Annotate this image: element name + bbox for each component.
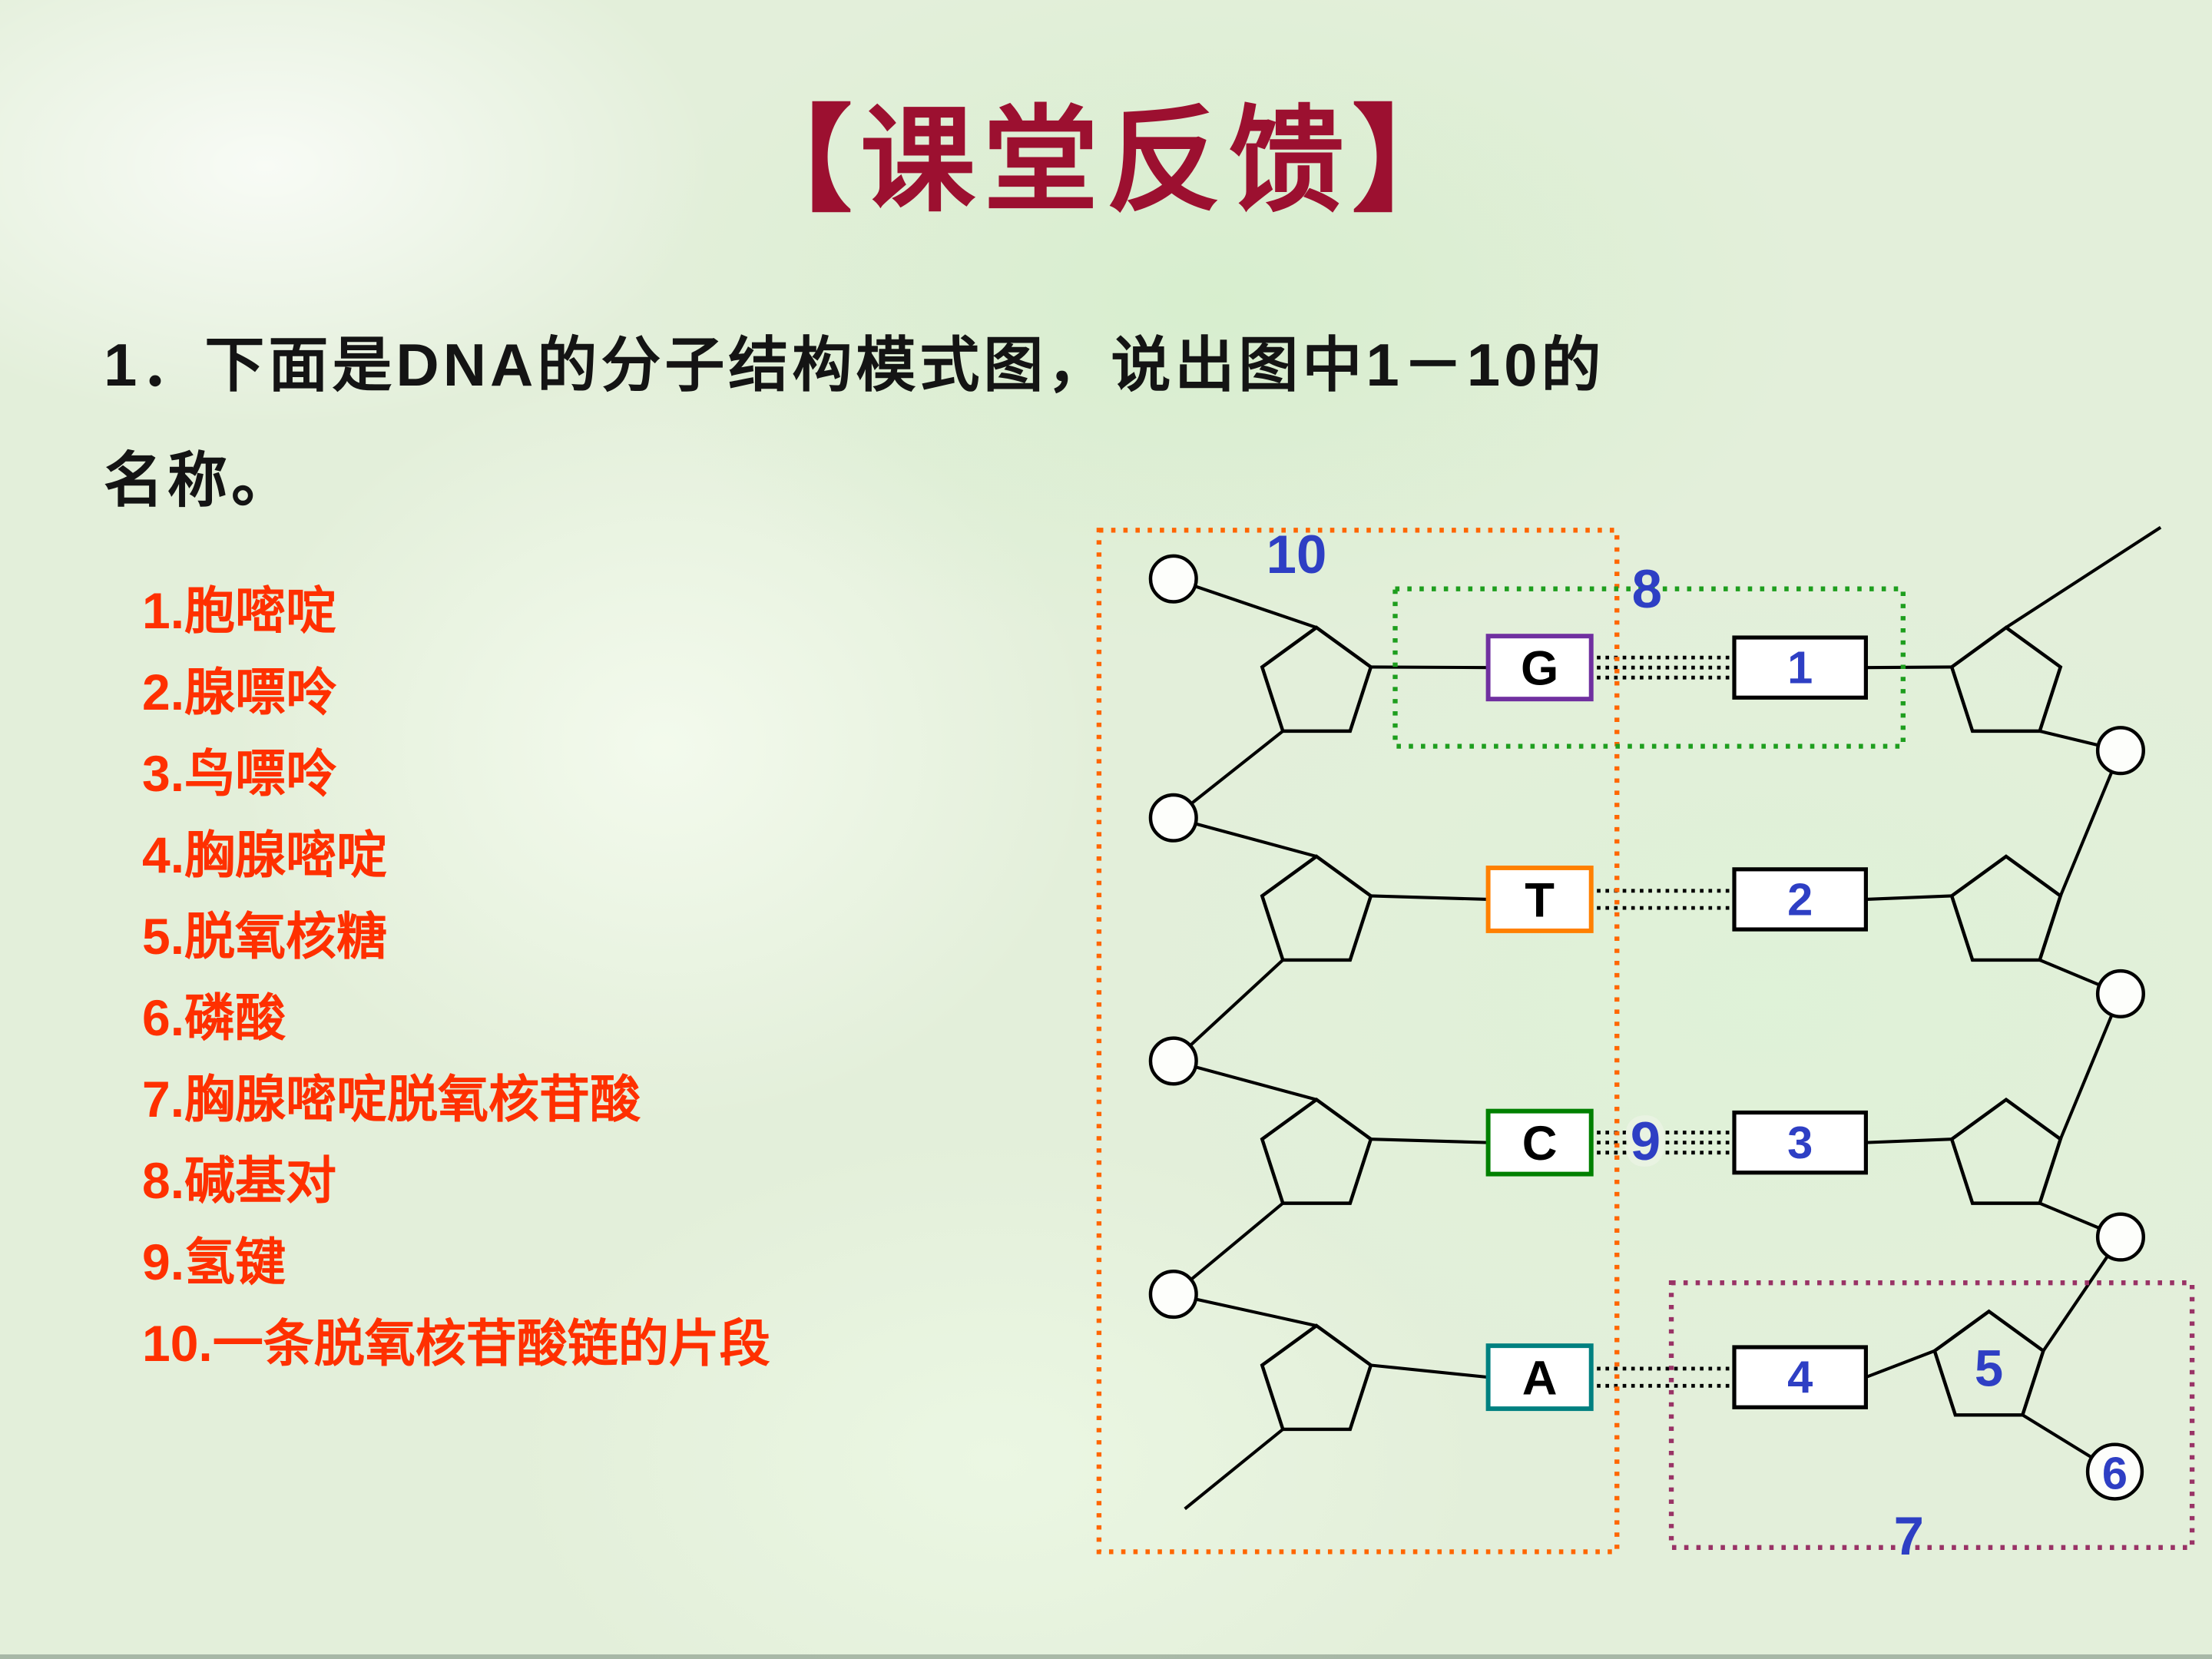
- phosphate-circle-6: [2085, 1442, 2144, 1501]
- base-box-c: [1485, 1108, 1594, 1177]
- phosphate-circle: [1148, 793, 1198, 843]
- answer-item-10: 10.一条脱氧核苷酸链的片段: [142, 1315, 770, 1372]
- answer-item-3: 3.鸟嘌呤: [142, 745, 337, 802]
- base-connector-line: [1370, 894, 1488, 901]
- answer-item-7: 7.胸腺嘧啶脱氧核苷酸: [142, 1071, 641, 1128]
- base-connector-line: [1865, 1349, 1936, 1379]
- bond-line: [1173, 1059, 1317, 1101]
- label-9-hydrogen-bond: 9: [1631, 1111, 1661, 1171]
- base-connector-line: [1370, 1137, 1488, 1144]
- base-letter-c: C: [1522, 1117, 1558, 1171]
- numbered-box-2: [1732, 867, 1868, 932]
- label-6-phosphate: 6: [2102, 1447, 2128, 1498]
- deoxyribose-pentagon: [1260, 1097, 1373, 1205]
- base-box-g: [1485, 634, 1594, 702]
- label-5-sugar: 5: [1975, 1339, 2003, 1397]
- bond-line: [2058, 750, 2122, 897]
- answer-list: 1.胞嘧啶 2.腺嘌呤 3.鸟嘌呤 4.胸腺嘧啶 5.脱氧核糖 6.磷酸 7.胸…: [142, 570, 770, 1384]
- label-10-strand-fragment: 10: [1267, 524, 1327, 584]
- question-line-1: 1．下面是DNA的分子结构模式图，说出图中1－10的: [104, 331, 1605, 399]
- slide-title: 【课堂反馈】: [737, 93, 1475, 228]
- base-box-t: [1485, 865, 1594, 933]
- nucleotide-outline: [1668, 1280, 2195, 1550]
- deoxyribose-pentagon: [1260, 854, 1373, 962]
- diagram-number-labels: 10 8 9 5 6 7: [1267, 524, 2128, 1566]
- answer-item-8: 8.碱基对: [142, 1152, 337, 1209]
- bond-line: [1172, 959, 1284, 1062]
- box-number-3: 3: [1787, 1117, 1813, 1168]
- base-connector-line: [1370, 1363, 1488, 1379]
- dna-structure-diagram: G T C A 1 2 3 4 10 8 9 5 6 7: [1096, 524, 2195, 1566]
- deoxyribose-pentagon: [1949, 1097, 2063, 1205]
- bottom-divider: [0, 1654, 2212, 1659]
- hydrogen-bond-lines: [1597, 655, 1732, 1388]
- numbered-box-1: [1732, 635, 1868, 700]
- base-letter-a: A: [1522, 1351, 1558, 1405]
- box-number-4: 4: [1787, 1352, 1813, 1403]
- answer-item-2: 2.腺嘌呤: [142, 664, 337, 720]
- base-letter-g: G: [1521, 642, 1558, 696]
- answer-item-6: 6.磷酸: [142, 989, 286, 1046]
- answer-item-1: 1.胞嘧啶: [142, 582, 337, 639]
- phosphate-circle: [2095, 1212, 2145, 1262]
- deoxyribose-pentagon: [1932, 1309, 2045, 1417]
- label-7-nucleotide: 7: [1894, 1505, 1924, 1566]
- deoxyribose-pentagon: [1949, 854, 2063, 962]
- deoxyribose-pentagon: [1260, 625, 1373, 733]
- strand-tail-line: [2005, 525, 2162, 629]
- bond-line: [1173, 577, 1317, 629]
- base-letter-t: T: [1525, 873, 1555, 927]
- base-pair-outline: [1392, 586, 1906, 749]
- answer-item-9: 9.氢键: [142, 1233, 286, 1290]
- deoxyribose-pentagon: [1260, 1323, 1373, 1432]
- deoxyribose-sugars: [1260, 625, 2063, 1432]
- base-box-a: [1485, 1343, 1594, 1412]
- base-connector-line: [1866, 894, 1952, 901]
- phosphate-circle: [2095, 726, 2145, 776]
- numbered-box-3: [1732, 1110, 1868, 1175]
- phosphate-circles: [1148, 554, 2145, 1501]
- strand-fragment-outline: [1096, 528, 1620, 1555]
- phosphate-circle: [1148, 554, 1198, 604]
- strand-bond-lines: [1172, 525, 2162, 1511]
- strand-tail-line: [1184, 1428, 1284, 1511]
- right-base-boxes: 1 2 3 4: [1732, 635, 1868, 1409]
- phosphate-circle: [1148, 1270, 1198, 1320]
- bond-line: [1173, 816, 1317, 859]
- box-number-2: 2: [1787, 873, 1813, 925]
- phosphate-circle: [2095, 969, 2145, 1018]
- phosphate-circle: [1148, 1036, 1198, 1086]
- answer-item-4: 4.胸腺嘧啶: [142, 826, 388, 883]
- bond-line: [2058, 993, 2122, 1140]
- numbered-box-4: [1732, 1345, 1868, 1409]
- base-connector-line: [1866, 1137, 1952, 1144]
- left-base-boxes: G T C A: [1485, 634, 1594, 1412]
- answer-item-5: 5.脱氧核糖: [142, 908, 388, 965]
- box-number-1: 1: [1787, 642, 1813, 694]
- question-line-2: 名称。: [104, 446, 296, 514]
- question-text: 1．下面是DNA的分子结构模式图，说出图中1－10的 名称。: [104, 307, 2177, 538]
- deoxyribose-pentagon: [1949, 625, 2063, 733]
- label-8-base-pair: 8: [1632, 558, 1662, 619]
